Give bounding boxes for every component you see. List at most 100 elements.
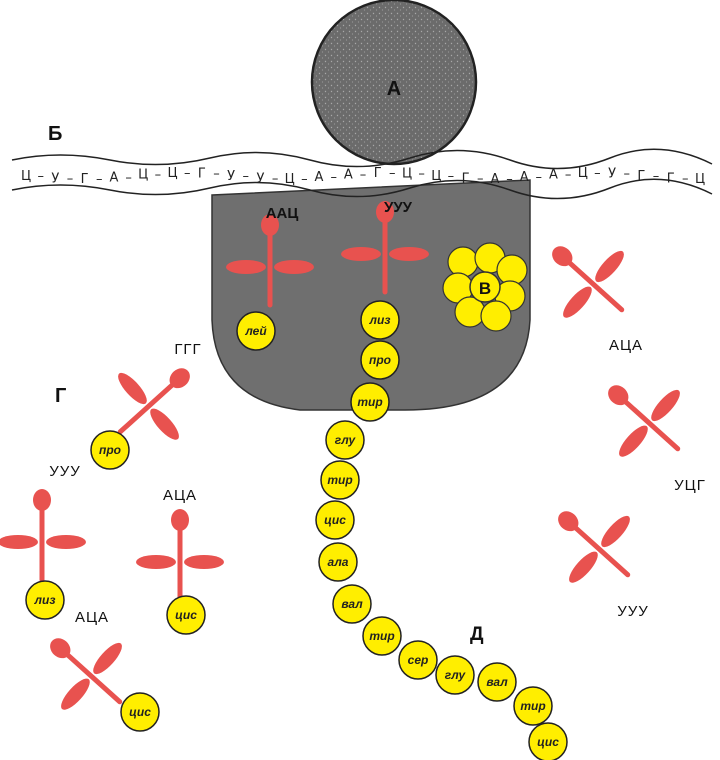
label-a: А: [387, 78, 401, 100]
mrna-nucleotide: А: [109, 170, 118, 185]
amino-acid-bead: про: [91, 431, 129, 469]
amino-acid-label: цис: [537, 735, 559, 749]
codon-label: ААЦ: [266, 205, 299, 222]
codon-label: УУУ: [49, 463, 81, 480]
mrna-nucleotide: У: [608, 167, 616, 182]
mrna-nucleotide: У: [227, 169, 235, 184]
mrna-nucleotide: Г: [462, 171, 470, 186]
amino-acid-label: ала: [328, 555, 349, 569]
free-trna: [136, 509, 224, 600]
codon-label: УУУ: [617, 603, 649, 620]
mrna-bond: –: [448, 169, 455, 184]
mrna-nucleotide: Ц: [431, 169, 441, 184]
mrna-bond: –: [594, 166, 601, 181]
mrna-bond: –: [184, 166, 191, 181]
mrna-bond: –: [37, 169, 44, 184]
amino-acid-label: глу: [335, 433, 357, 447]
free-trna: [0, 489, 86, 580]
amino-acid-label: глу: [445, 668, 467, 682]
mrna-nucleotide: Ц: [21, 169, 31, 184]
mrna-bond: –: [418, 167, 425, 182]
mrna-bond: –: [67, 171, 74, 186]
amino-acid-label: тир: [327, 473, 352, 487]
amino-acid-label: про: [99, 443, 121, 457]
chain-amino-acid: тир: [363, 617, 401, 655]
chain-amino-acid: глу: [326, 421, 364, 459]
amino-acid-bead: цис: [167, 596, 205, 634]
chain-amino-acid: вал: [478, 663, 516, 701]
mrna-nucleotide: Ц: [285, 172, 295, 187]
mrna-nucleotide: Ц: [138, 168, 148, 183]
codon-label: ГГГ: [174, 341, 201, 358]
mrna-bond: –: [360, 168, 367, 183]
mrna-nucleotide: А: [315, 170, 324, 185]
amino-acid-bead: лиз: [26, 581, 64, 619]
amino-acid-label: тир: [369, 629, 394, 643]
amino-acid-label: вал: [341, 597, 363, 611]
mrna-bond: –: [125, 170, 132, 185]
chain-amino-acid: лиз: [361, 301, 399, 339]
mrna-bond: –: [477, 171, 484, 186]
codon-label: УУУ: [384, 199, 413, 216]
mrna-bond: –: [155, 168, 162, 183]
mrna-bond: –: [623, 167, 630, 182]
chain-amino-acid: цис: [529, 723, 567, 760]
amino-acid-bead: цис: [121, 693, 159, 731]
mrna-nucleotide: Г: [637, 169, 645, 184]
amino-acid-label: про: [369, 353, 391, 367]
mrna-bond: –: [213, 167, 220, 182]
mrna-bond: –: [565, 168, 572, 183]
mrna-bond: –: [301, 172, 308, 187]
mrna-nucleotide: Г: [81, 172, 89, 187]
mrna-nucleotide: Ц: [695, 172, 705, 187]
mrna-nucleotide: А: [344, 168, 353, 183]
amino-acid-label: лиз: [369, 313, 391, 327]
mrna-bond: –: [506, 172, 513, 187]
mrna-nucleotide: Г: [667, 171, 675, 186]
mrna-bond: –: [330, 170, 337, 185]
mrna-bond: –: [389, 166, 396, 181]
mrna-nucleotide: Г: [374, 166, 382, 181]
mrna-bond: –: [272, 171, 279, 186]
amino-acid-label: тир: [520, 699, 545, 713]
label-b: Б: [48, 123, 62, 145]
chain-amino-acid: тир: [514, 687, 552, 725]
mrna-nucleotide: А: [490, 172, 499, 187]
mrna-bond: –: [682, 171, 689, 186]
amino-acid-label: тир: [357, 395, 382, 409]
chain-amino-acid: сер: [399, 641, 437, 679]
label-v: В: [479, 279, 491, 298]
mrna-nucleotide: У: [256, 171, 264, 186]
mrna-nucleotide: Ц: [402, 167, 412, 182]
amino-acid-label: вал: [486, 675, 508, 689]
codon-label: АЦА: [163, 487, 197, 504]
amino-acid-label: цис: [175, 608, 197, 622]
chain-amino-acid: про: [361, 341, 399, 379]
mrna-nucleotide: У: [51, 171, 59, 186]
codon-label: УЦГ: [674, 477, 706, 494]
amino-acid-label: лиз: [34, 593, 56, 607]
label-g: Г: [55, 385, 66, 407]
free-trna: [581, 355, 708, 481]
amino-acid-label: цис: [129, 705, 151, 719]
amino-acid-label: лей: [244, 324, 267, 338]
free-trna: [525, 216, 652, 342]
mrna-nucleotide: А: [520, 170, 529, 185]
chain-amino-acid: тир: [351, 383, 389, 421]
chain-amino-acid: глу: [436, 656, 474, 694]
chain-amino-acid: тир: [321, 461, 359, 499]
chain-amino-acid: ала: [319, 543, 357, 581]
codon-label: АЦА: [609, 337, 643, 354]
mrna-bond: –: [96, 172, 103, 187]
amino-acid-label: цис: [324, 513, 346, 527]
mrna-nucleotide: Ц: [578, 166, 588, 181]
codon-label: АЦА: [75, 609, 109, 626]
chain-amino-acid: цис: [316, 501, 354, 539]
free-trna: [531, 481, 658, 607]
chain-amino-acid: вал: [333, 585, 371, 623]
mrna-bond: –: [536, 170, 543, 185]
mrna-nucleotide: А: [549, 168, 558, 183]
mrna-bond: –: [243, 169, 250, 184]
